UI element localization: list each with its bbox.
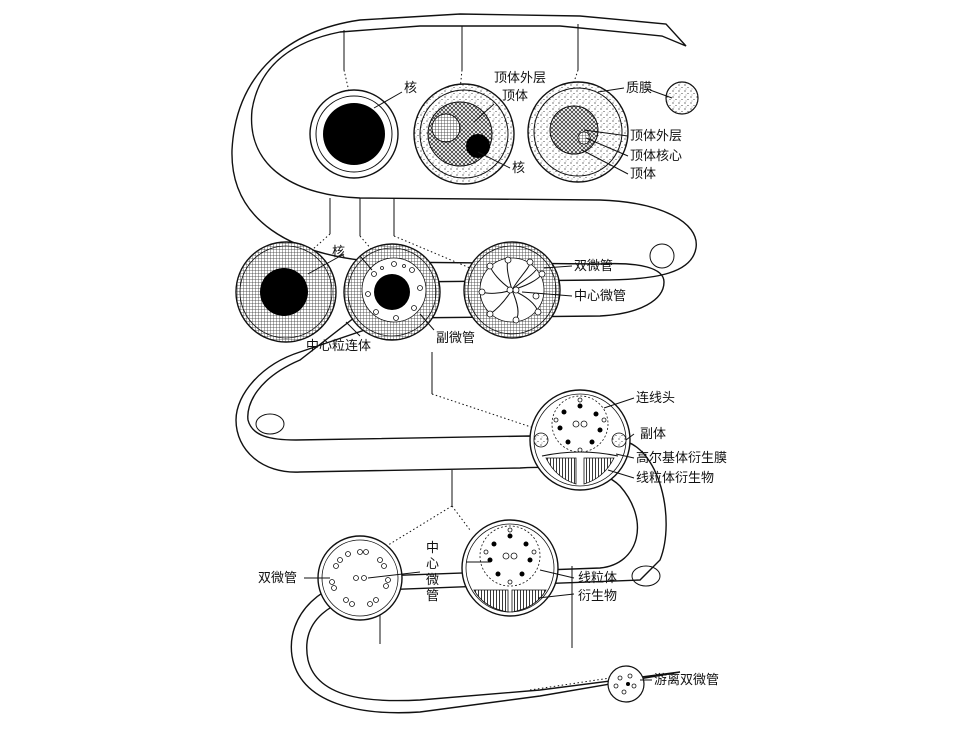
label-mito-derivative-1: 线粒体衍生物 <box>636 471 714 486</box>
segment-line <box>329 198 395 236</box>
leader-line <box>307 253 573 337</box>
section-free-doublets <box>607 665 645 703</box>
label-nucleus-2: 核 <box>512 161 525 176</box>
section-acrosome-nucleus <box>413 83 515 185</box>
label-central-2-c2: 心 <box>426 557 439 572</box>
connector <box>431 393 541 431</box>
body-fold-end <box>649 243 675 269</box>
label-central-2-c4: 管 <box>426 589 439 604</box>
label-nucleus-3: 核 <box>332 245 345 260</box>
connector <box>311 233 471 269</box>
label-central-2-c1: 中 <box>426 541 439 556</box>
leader-line <box>603 397 635 479</box>
label-mito-2-line2: 衍生物 <box>578 589 617 604</box>
section-plasma-membrane <box>665 81 699 115</box>
label-golgi-membrane: 高尔基体衍生膜 <box>636 450 727 466</box>
leader-line <box>373 87 673 175</box>
label-nucleus-1: 核 <box>404 81 417 96</box>
section-axoneme-mito <box>461 519 559 617</box>
label-plasma-membrane: 质膜 <box>626 81 652 96</box>
label-doublet-1: 双微管 <box>574 259 613 274</box>
body-fold-end <box>631 565 661 587</box>
label-mito-2-line1: 线粒体 <box>578 571 617 586</box>
label-acrosome-1: 顶体 <box>502 89 528 104</box>
label-centriole-adjunct: 中心粒连体 <box>306 338 371 354</box>
section-acrosome <box>527 81 629 183</box>
section-doublets-ring <box>317 535 403 621</box>
label-free-doublet: 游离双微管 <box>654 672 719 688</box>
label-acrosome-outer-1: 顶体外层 <box>494 71 546 86</box>
body-fold-end <box>255 413 285 435</box>
label-accessory-body: 副体 <box>640 427 666 442</box>
sperm-body-outline <box>231 13 697 714</box>
leader-line <box>304 561 575 599</box>
label-accessory: 副微管 <box>436 331 475 346</box>
connector <box>379 505 471 551</box>
label-central-1: 中心微管 <box>574 289 626 304</box>
section-nucleus <box>309 89 399 179</box>
label-doublet-2: 双微管 <box>258 571 297 586</box>
segment-line <box>343 24 579 70</box>
label-central-2-c3: 微 <box>426 573 439 588</box>
section-centriole-adjunct <box>343 243 441 341</box>
connector <box>529 677 611 691</box>
label-acrosome-2: 顶体 <box>630 167 656 182</box>
section-midpiece <box>529 389 631 491</box>
label-acrosome-core: 顶体核心 <box>630 149 682 164</box>
label-connecting-head: 连线头 <box>636 390 675 406</box>
section-neck-nucleus <box>235 241 337 343</box>
section-axoneme-start <box>463 241 561 339</box>
label-acrosome-outer-2: 顶体外层 <box>630 129 682 144</box>
